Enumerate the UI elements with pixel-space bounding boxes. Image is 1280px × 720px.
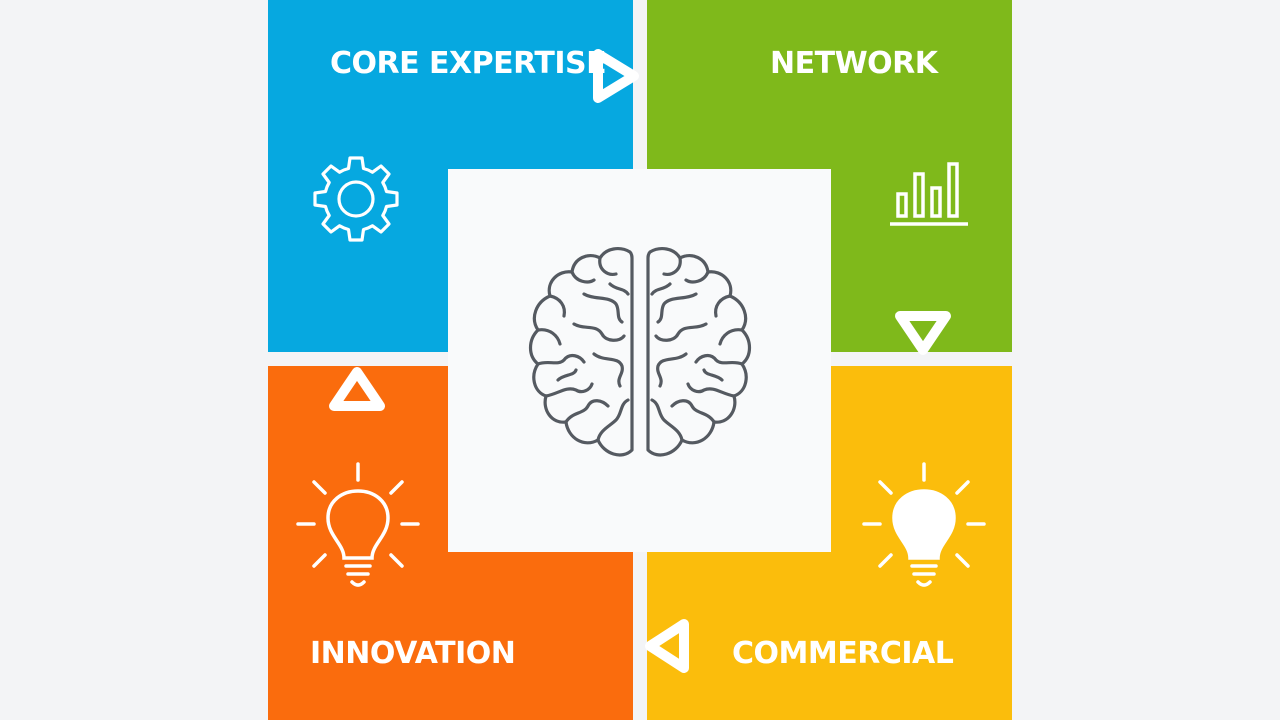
gear-icon (313, 156, 399, 242)
label-commercial: COMMERCIAL (732, 636, 954, 671)
bar-chart-icon (890, 162, 968, 226)
label-network: NETWORK (770, 46, 938, 81)
arrow-up-connector-icon (329, 367, 385, 411)
brain-icon (528, 247, 752, 457)
label-innovation: INNOVATION (310, 636, 516, 671)
center-panel (448, 169, 831, 552)
lightbulb-outline-icon (296, 462, 420, 587)
arrow-down-connector-icon (895, 311, 951, 355)
lightbulb-filled-icon (862, 462, 986, 587)
arrow-right-connector-icon (593, 49, 639, 103)
arrow-left-connector-icon (645, 619, 689, 673)
label-core-expertise: CORE EXPERTISE (330, 46, 607, 81)
